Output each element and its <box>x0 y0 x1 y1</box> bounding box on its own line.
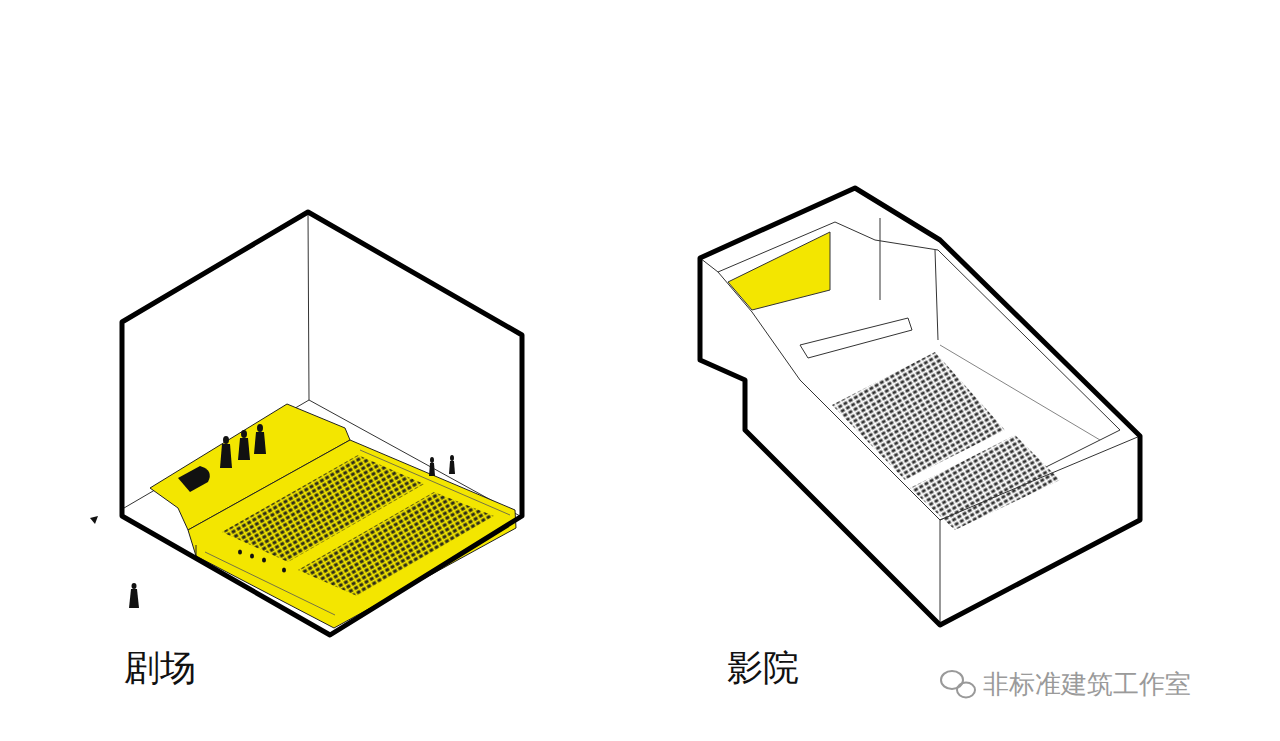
theater-label: 剧场 <box>124 648 196 688</box>
watermark: 非标准建筑工作室 <box>983 670 1191 699</box>
wechat-icon <box>941 671 975 698</box>
cinema-label: 影院 <box>727 648 799 688</box>
cinema-drawing <box>700 188 1140 625</box>
theater-drawing <box>90 212 522 635</box>
